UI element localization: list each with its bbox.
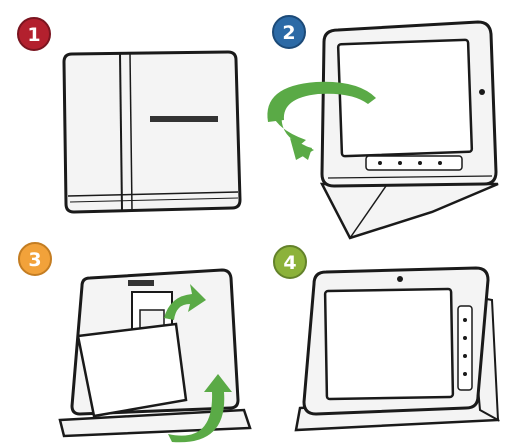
step-3-number: 3 [28, 249, 41, 271]
camera-dot [479, 89, 485, 95]
step-3-panel: 3 [19, 243, 250, 442]
step-2-badge: 2 [273, 16, 305, 48]
rotated-tablet [322, 22, 498, 238]
step-4-badge: 4 [274, 246, 306, 278]
standing-tablet [296, 268, 498, 430]
step-4-panel: 4 [274, 246, 498, 430]
step-2-panel: 2 [267, 16, 498, 238]
step-1-panel: 1 [18, 18, 240, 212]
standing-camera-dot [397, 276, 403, 282]
case-logo [150, 116, 218, 122]
step-2-number: 2 [282, 22, 295, 44]
step-1-number: 1 [27, 24, 40, 46]
step-4-number: 4 [283, 252, 296, 274]
closed-case [64, 52, 240, 212]
standing-tablet-screen [325, 289, 453, 399]
step-3-badge: 3 [19, 243, 51, 275]
step-1-badge: 1 [18, 18, 50, 50]
